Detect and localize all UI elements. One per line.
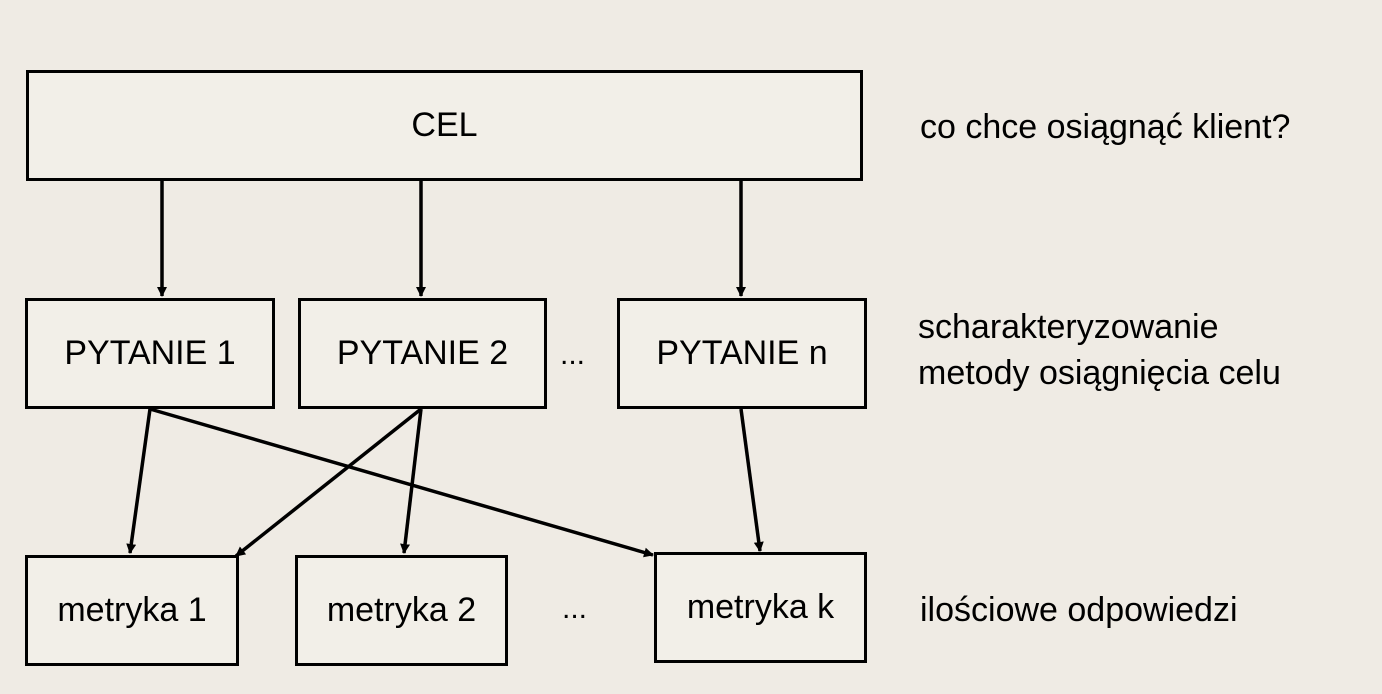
questions-description-line-2: metody osiągnięcia celu: [918, 354, 1281, 392]
goal-box: CEL: [26, 70, 863, 181]
metric-box-1: metryka 1: [25, 555, 239, 666]
metric-label: metryka k: [686, 588, 835, 626]
arrow-question-n-to-metric-k: [739, 408, 764, 552]
metric-label: metryka 1: [57, 591, 207, 629]
arrow-question-1-to-metric-1: [126, 408, 152, 554]
question-box-n: PYTANIE n: [617, 298, 867, 409]
question-label: PYTANIE n: [656, 334, 828, 372]
metric-box-2: metryka 2: [295, 555, 508, 666]
goal-label: CEL: [411, 106, 478, 144]
metrics-description: ilościowe odpowiedzi: [920, 591, 1238, 629]
questions-ellipsis: ...: [560, 338, 586, 371]
arrow-question-2-to-metric-1: [234, 407, 423, 558]
metric-label: metryka 2: [326, 591, 477, 629]
question-label: PYTANIE 1: [64, 334, 236, 372]
metric-box-k: metryka k: [654, 552, 867, 663]
arrow-question-2-to-metric-2: [400, 408, 423, 554]
arrow-question-1-to-metric-k: [149, 407, 654, 558]
question-label: PYTANIE 2: [336, 334, 509, 372]
question-box-1: PYTANIE 1: [25, 298, 275, 409]
metrics-ellipsis: ...: [562, 592, 588, 625]
question-box-2: PYTANIE 2: [298, 298, 547, 409]
questions-description-line-1: scharakteryzowanie: [918, 308, 1219, 346]
goal-description: co chce osiągnąć klient?: [920, 108, 1291, 146]
